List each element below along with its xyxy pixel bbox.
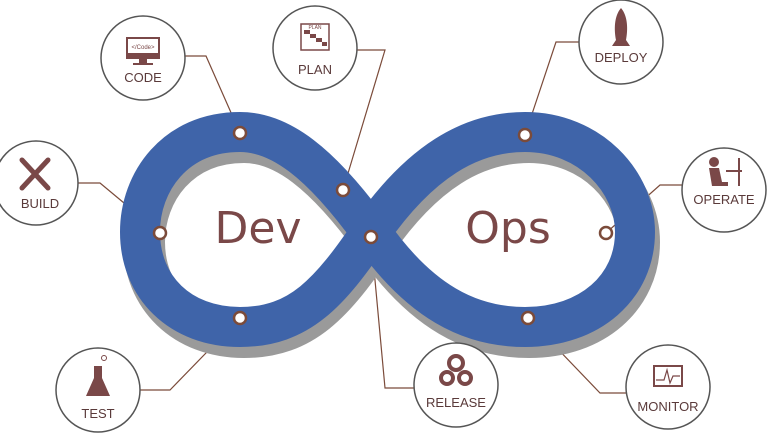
stage-label-operate: OPERATE: [693, 192, 754, 207]
monitor-code-icon: </Code>: [126, 37, 160, 65]
stage-label-release: RELEASE: [426, 395, 486, 410]
stage-label-plan: PLAN: [298, 62, 332, 77]
gears-icon: [439, 354, 473, 386]
dot-deploy: [517, 127, 533, 143]
dot-code: [232, 125, 248, 141]
connector-code: [185, 55, 241, 134]
stage-label-test: TEST: [81, 406, 114, 421]
stage-test[interactable]: TEST: [55, 347, 141, 433]
loop-dots: [152, 125, 614, 326]
stage-label-monitor: MONITOR: [637, 399, 698, 414]
dev-label: Dev: [215, 203, 302, 254]
connector-release: [370, 236, 414, 389]
stage-monitor[interactable]: MONITOR: [625, 344, 711, 430]
stage-label-deploy: DEPLOY: [595, 50, 648, 65]
svg-text:</Code>: </Code>: [131, 45, 155, 51]
dot-test: [232, 310, 248, 326]
connectors: [78, 41, 682, 394]
stage-code[interactable]: </Code> CODE: [100, 15, 186, 101]
rocket-icon: [612, 8, 630, 46]
ops-label: Ops: [465, 203, 551, 254]
dot-plan: [335, 182, 351, 198]
svg-text:PLAN: PLAN: [308, 25, 321, 31]
stage-build[interactable]: BUILD: [0, 140, 79, 226]
stage-label-code: CODE: [124, 70, 162, 85]
plan-board-icon: PLAN: [300, 23, 330, 51]
stage-operate[interactable]: OPERATE: [681, 147, 767, 233]
dot-build: [152, 225, 168, 241]
dot-operate: [598, 225, 614, 241]
stage-plan[interactable]: PLAN PLAN: [272, 5, 358, 91]
stage-release[interactable]: RELEASE: [413, 342, 499, 428]
stage-deploy[interactable]: DEPLOY: [578, 0, 664, 85]
dot-monitor: [520, 310, 536, 326]
stage-label-build: BUILD: [21, 196, 59, 211]
monitor-graph-icon: [653, 365, 683, 387]
connector-deploy: [524, 41, 579, 136]
person-at-desk-icon: [709, 157, 742, 186]
dot-release: [363, 229, 379, 245]
tools-icon: [19, 157, 51, 191]
flask-icon: [86, 366, 110, 396]
connector-plan: [342, 49, 386, 191]
